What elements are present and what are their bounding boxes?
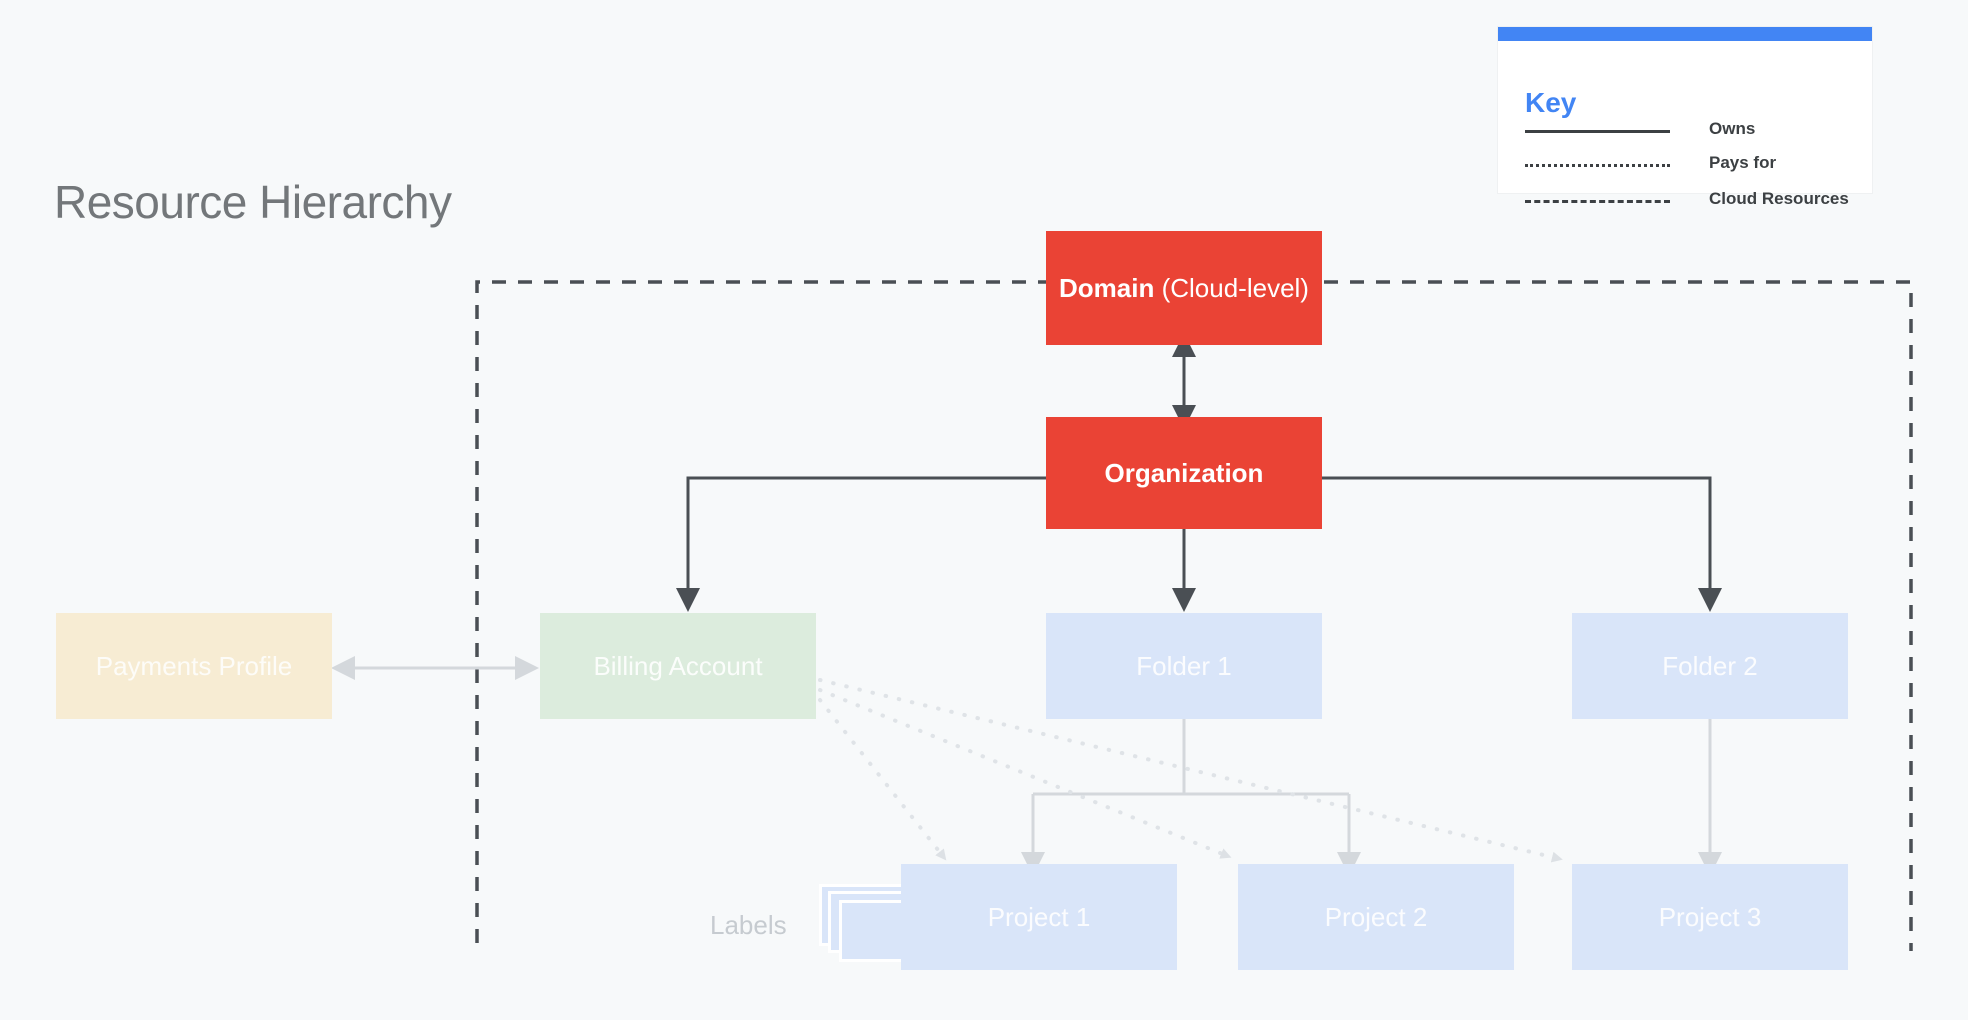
key-row-owns-label: Owns — [1709, 119, 1756, 138]
node-project-3-label: Project 3 — [1658, 901, 1762, 932]
node-domain[interactable]: Domain (Cloud-level) — [1046, 231, 1322, 345]
edge-billing-account-project-1 — [818, 698, 947, 861]
page-title: Resource Hierarchy — [54, 176, 452, 228]
node-domain-label-bold: Domain — [1059, 272, 1155, 303]
key-row-cloud-resources: Cloud Resources — [1525, 189, 1855, 215]
key-row-pays-for-label: Pays for — [1709, 153, 1777, 172]
key-panel-body: Key Owns Pays for Cloud Resources — [1498, 41, 1872, 208]
key-panel-title: Key — [1525, 87, 1577, 118]
node-project-2[interactable]: Project 2 — [1238, 864, 1514, 970]
node-organization-label: Organization — [1104, 457, 1264, 488]
node-payments-profile-label: Payments Profile — [95, 650, 293, 681]
edge-organization-billing-account — [676, 476, 1046, 612]
node-folder-2[interactable]: Folder 2 — [1572, 613, 1848, 719]
key-panel-topbar — [1498, 27, 1872, 41]
edge-organization-folder-2 — [1322, 476, 1722, 612]
key-row-cloud-resources-label: Cloud Resources — [1709, 189, 1849, 208]
node-folder-2-label: Folder 2 — [1662, 650, 1758, 681]
node-billing-account-label: Billing Account — [593, 650, 763, 681]
key-row-pays-for: Pays for — [1525, 153, 1855, 179]
node-folder-1-label: Folder 1 — [1136, 650, 1232, 681]
node-billing-account[interactable]: Billing Account — [540, 613, 816, 719]
edge-folder-1-branch — [1031, 719, 1351, 862]
labels-caption: Labels — [710, 910, 787, 940]
solid-line-sample — [1525, 130, 1670, 133]
node-project-2-label: Project 2 — [1324, 901, 1428, 932]
node-folder-1[interactable]: Folder 1 — [1046, 613, 1322, 719]
dotted-line-sample — [1525, 164, 1670, 167]
node-project-1[interactable]: Project 1 — [901, 864, 1177, 970]
dashed-line-sample — [1525, 200, 1670, 203]
node-project-1-label: Project 1 — [987, 901, 1091, 932]
node-domain-label: Domain (Cloud-level) — [1049, 272, 1319, 305]
key-legend-panel: Key Owns Pays for Cloud Resources — [1498, 27, 1872, 208]
node-domain-label-thin: (Cloud-level) — [1154, 272, 1309, 303]
node-organization[interactable]: Organization — [1046, 417, 1322, 529]
key-row-owns: Owns — [1525, 119, 1855, 145]
node-payments-profile[interactable]: Payments Profile — [56, 613, 332, 719]
node-project-3[interactable]: Project 3 — [1572, 864, 1848, 970]
